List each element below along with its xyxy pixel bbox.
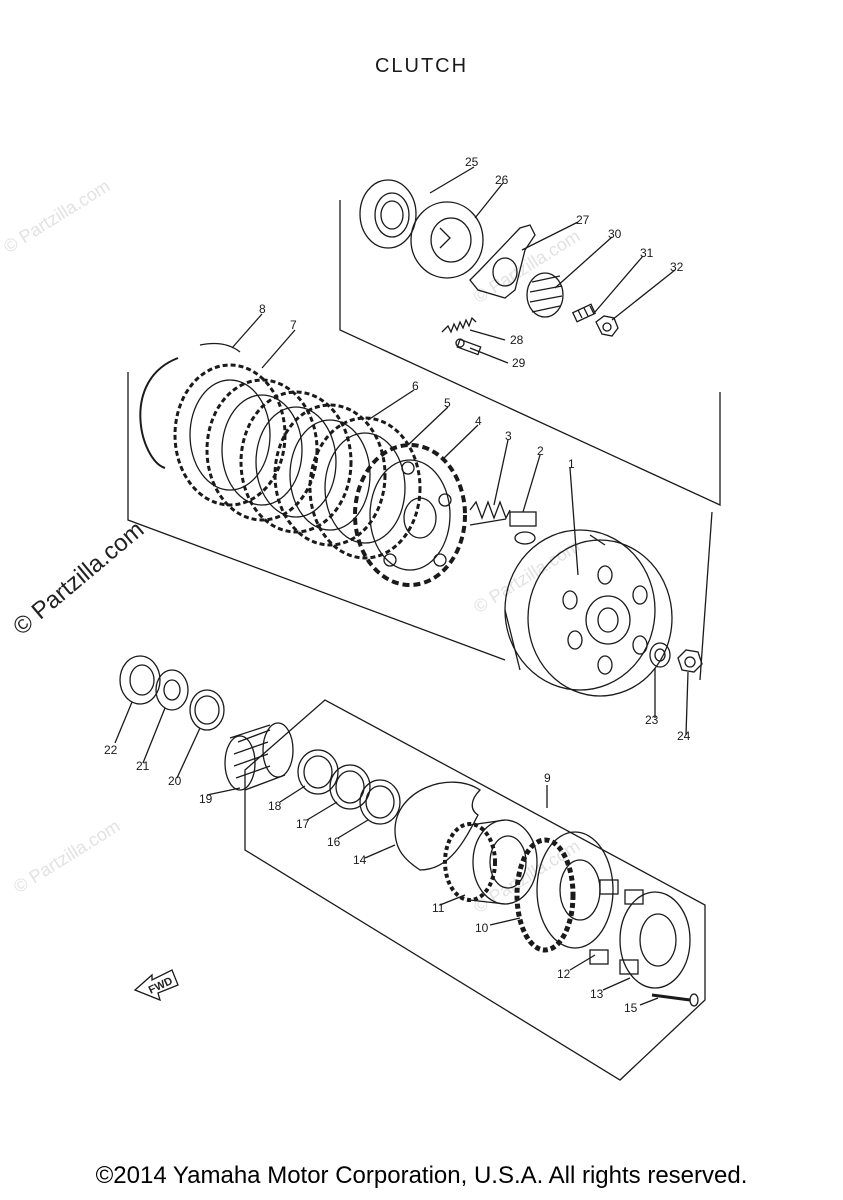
callout-17: 17 bbox=[296, 817, 310, 831]
frame-line bbox=[244, 699, 706, 1081]
spring-28 bbox=[441, 316, 477, 334]
callout-3: 3 bbox=[505, 429, 512, 443]
callout-16: 16 bbox=[327, 835, 341, 849]
washer-18 bbox=[297, 749, 339, 795]
copyright-footer: ©2014 Yamaha Motor Corporation, U.S.A. A… bbox=[95, 1162, 748, 1189]
exploded-parts-diagram: 25 26 27 30 31 32 28 29 8 7 6 5 4 3 2 1 … bbox=[104, 155, 721, 1081]
frame-line bbox=[339, 200, 721, 507]
callout-2: 2 bbox=[537, 444, 544, 458]
gear-11 bbox=[443, 819, 538, 905]
circlip-8 bbox=[199, 342, 241, 353]
wire-circlip bbox=[139, 357, 179, 469]
bearing-25 bbox=[359, 179, 417, 249]
nut-24 bbox=[677, 649, 703, 673]
screw-15 bbox=[651, 993, 699, 1007]
callout-21: 21 bbox=[136, 759, 150, 773]
callout-14: 14 bbox=[353, 853, 367, 867]
clutch-spring-3 bbox=[469, 500, 511, 526]
screw-31 bbox=[571, 303, 597, 323]
clutch-housing-1 bbox=[504, 529, 673, 697]
callout-18: 18 bbox=[268, 799, 282, 813]
callout-10: 10 bbox=[475, 921, 489, 935]
callout-31: 31 bbox=[640, 246, 654, 260]
clutch-plate-stack bbox=[173, 363, 422, 560]
callout-8: 8 bbox=[259, 302, 266, 316]
fwd-arrow bbox=[133, 969, 179, 1002]
callout-4: 4 bbox=[475, 414, 482, 428]
callout-1: 1 bbox=[568, 457, 575, 471]
callout-27: 27 bbox=[576, 213, 590, 227]
nut-32 bbox=[595, 315, 619, 337]
clutch-bolt-2 bbox=[509, 511, 537, 545]
callout-11: 11 bbox=[432, 901, 445, 915]
callout-28: 28 bbox=[510, 333, 524, 347]
callout-12: 12 bbox=[557, 967, 571, 981]
callout-15: 15 bbox=[624, 1001, 638, 1015]
diagram-title: CLUTCH bbox=[374, 55, 469, 77]
callout-6: 6 bbox=[412, 379, 419, 393]
callout-20: 20 bbox=[168, 774, 182, 788]
callout-22: 22 bbox=[104, 743, 118, 757]
callout-23: 23 bbox=[645, 713, 659, 727]
callout-13: 13 bbox=[590, 987, 604, 1001]
primary-gear-10 bbox=[514, 831, 614, 953]
frame-line bbox=[127, 372, 713, 681]
callout-32: 32 bbox=[670, 260, 684, 274]
fwd-label: FWD bbox=[147, 975, 175, 996]
callout-19: 19 bbox=[199, 792, 213, 806]
callout-5: 5 bbox=[444, 396, 451, 410]
spacer-21 bbox=[155, 669, 189, 711]
washer-20 bbox=[189, 689, 225, 731]
lever-27 bbox=[469, 224, 536, 299]
callout-29: 29 bbox=[512, 356, 526, 370]
pressure-plate-4 bbox=[353, 443, 467, 587]
callout-24: 24 bbox=[677, 729, 691, 743]
washer-16 bbox=[359, 779, 401, 825]
callout-7: 7 bbox=[290, 318, 297, 332]
spring-30 bbox=[526, 272, 564, 318]
callout-9: 9 bbox=[544, 771, 551, 785]
lock-washer-23 bbox=[649, 642, 671, 668]
plate-13 bbox=[619, 891, 691, 989]
plate-14 bbox=[394, 781, 482, 871]
needle-bearing-19 bbox=[224, 722, 294, 791]
damper-12 bbox=[589, 879, 644, 975]
push-plate-26 bbox=[410, 201, 484, 279]
washer-17 bbox=[329, 764, 371, 810]
pin-29 bbox=[455, 338, 482, 356]
callout-25: 25 bbox=[465, 155, 479, 169]
callout-30: 30 bbox=[608, 227, 622, 241]
callout-26: 26 bbox=[495, 173, 509, 187]
collar-22 bbox=[119, 655, 161, 705]
